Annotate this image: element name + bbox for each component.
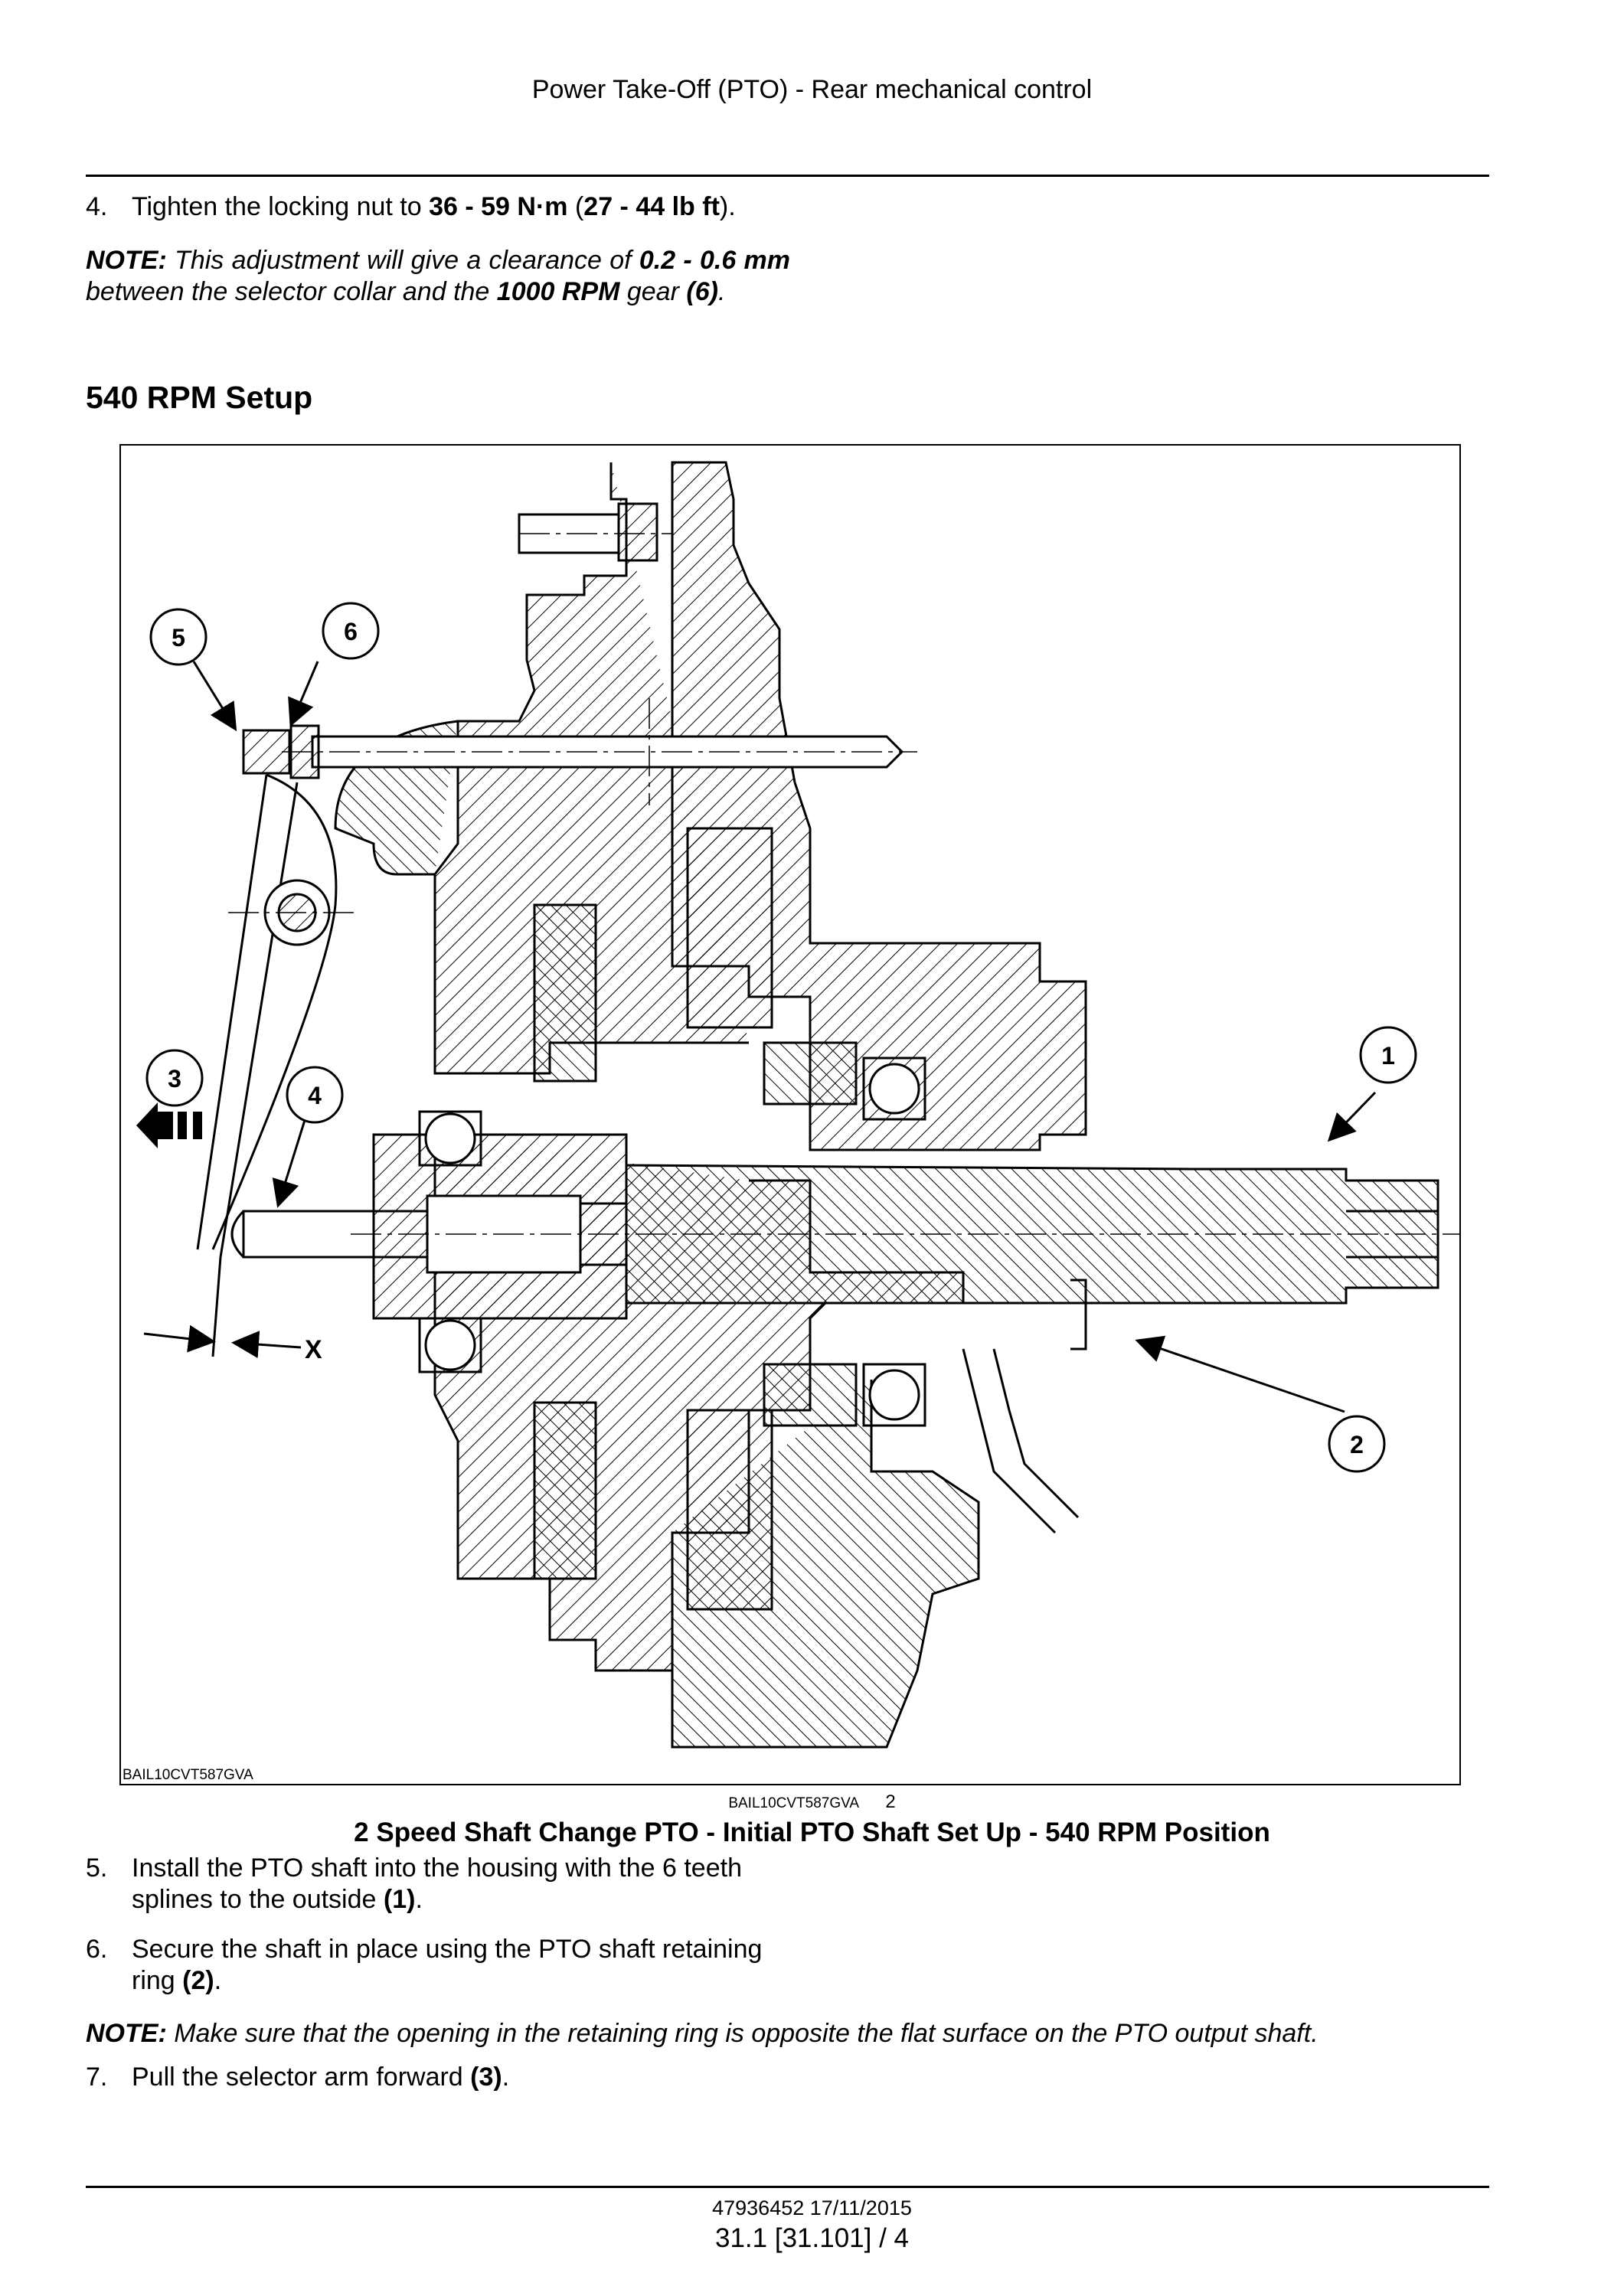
callout-4: 4 [286, 1066, 344, 1124]
figure-caption: 2 Speed Shaft Change PTO - Initial PTO S… [354, 1818, 1270, 1847]
callout-3: 3 [145, 1049, 204, 1107]
step-5: 5. Install the PTO shaft into the housin… [86, 1853, 851, 1922]
step-number: 7. [86, 2062, 108, 2092]
svg-text:3: 3 [168, 1065, 181, 1092]
svg-text:1: 1 [1381, 1042, 1395, 1070]
figure-number: 2 [885, 1791, 896, 1812]
step-text: Tighten the locking nut to 36 - 59 N·m (… [132, 192, 736, 221]
note-retaining-ring: NOTE: Make sure that the opening in the … [86, 2019, 1318, 2048]
note-label: NOTE: [86, 2019, 167, 2048]
callout-6: 6 [322, 602, 380, 660]
step-6: 6. Secure the shaft in place using the P… [86, 1934, 851, 2003]
svg-text:6: 6 [344, 618, 358, 645]
svg-text:5: 5 [172, 624, 185, 652]
pto-cross-section-diagram: 5 6 3 4 1 2 X [136, 461, 1469, 1749]
step-number: 4. [86, 192, 108, 221]
step-text: Install the PTO shaft into the housing w… [132, 1853, 742, 1914]
step-number: 5. [86, 1853, 108, 1883]
figure-id-line: BAIL10CVT587GVA 2 [0, 1791, 1624, 1813]
step-text: Secure the shaft in place using the PTO … [132, 1935, 763, 1995]
callout-2: 2 [1328, 1415, 1386, 1473]
callout-1: 1 [1359, 1026, 1417, 1084]
note-label: NOTE: [86, 246, 167, 275]
svg-text:2: 2 [1350, 1431, 1364, 1458]
section-title: 540 RPM Setup [86, 380, 313, 415]
callout-5: 5 [149, 608, 207, 666]
page-header-title: Power Take-Off (PTO) - Rear mechanical c… [531, 75, 1093, 104]
footer-page-number: 31.1 [31.101] / 4 [715, 2223, 909, 2253]
figure-code-inside: BAIL10CVT587GVA [123, 1767, 253, 1783]
note-clearance: NOTE: This adjustment will give a cleara… [86, 246, 790, 306]
header-rule [86, 175, 1489, 177]
step-text: Pull the selector arm forward (3). [132, 2062, 510, 2092]
step-7: 7. Pull the selector arm forward (3). [86, 2062, 851, 2096]
step-number: 6. [86, 1935, 108, 1964]
footer-rule [86, 2186, 1489, 2188]
dimension-x-label: X [305, 1335, 322, 1364]
svg-text:4: 4 [308, 1082, 322, 1109]
figure-frame: 5 6 3 4 1 2 X BAIL10CVT587GVA [119, 444, 1469, 1785]
step-4: 4. Tighten the locking nut to 36 - 59 N·… [86, 191, 851, 226]
figure-code-below: BAIL10CVT587GVA [728, 1795, 859, 1811]
footer-doc-id: 47936452 17/11/2015 [712, 2196, 912, 2219]
